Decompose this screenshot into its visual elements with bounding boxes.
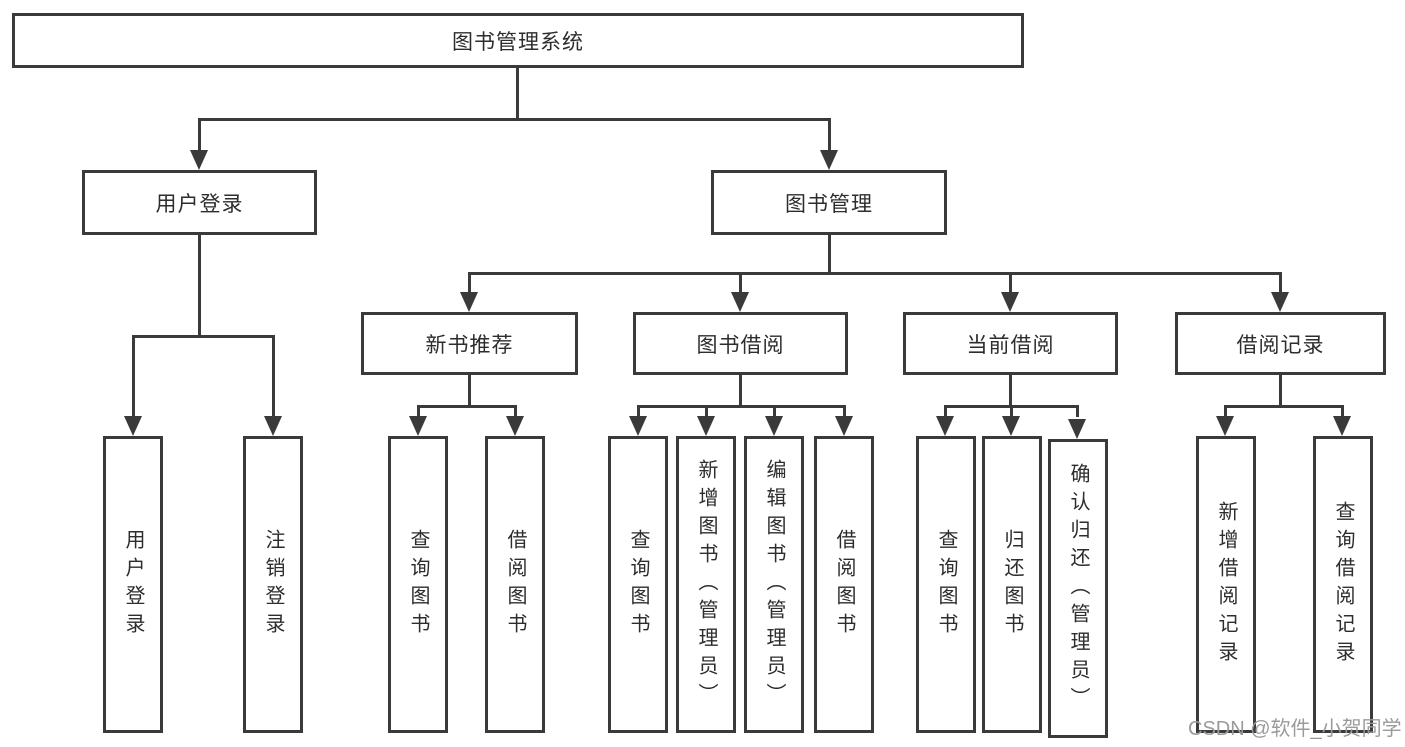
connector-line: [1279, 272, 1282, 294]
connector-line: [1009, 272, 1012, 294]
leaf-borrow-add-admin: 新增图书（管理员）: [676, 436, 736, 733]
arrow-down-icon: [697, 416, 715, 436]
arrow-down-icon: [936, 416, 954, 436]
node-borrow-records: 借阅记录: [1175, 312, 1386, 375]
connector-line: [468, 272, 1282, 275]
connector-line: [828, 235, 831, 272]
arrow-down-icon: [124, 416, 142, 436]
arrow-down-icon: [409, 416, 427, 436]
arrow-down-icon: [264, 416, 282, 436]
connector-line: [272, 335, 275, 416]
connector-line: [1341, 405, 1344, 417]
connector-line: [198, 118, 201, 152]
leaf-current-query: 查询图书: [916, 436, 976, 733]
connector-line: [773, 405, 776, 417]
arrow-down-icon: [629, 416, 647, 436]
node-root: 图书管理系统: [12, 13, 1024, 68]
leaf-records-add: 新增借阅记录: [1196, 436, 1256, 733]
arrow-down-icon: [460, 292, 478, 312]
arrow-down-icon: [1333, 416, 1351, 436]
leaf-borrow-edit-admin: 编辑图书（管理员）: [744, 436, 804, 733]
arrow-down-icon: [190, 150, 208, 170]
connector-line: [417, 405, 517, 408]
arrow-down-icon: [1216, 416, 1234, 436]
connector-line: [514, 405, 517, 417]
leaf-logout: 注销登录: [243, 436, 303, 733]
connector-line: [1009, 375, 1012, 405]
connector-line: [1279, 375, 1282, 405]
connector-line: [199, 118, 831, 121]
leaf-newbooks-borrow: 借阅图书: [485, 436, 545, 733]
connector-line: [944, 405, 947, 417]
connector-line: [739, 375, 742, 405]
leaf-current-return: 归还图书: [982, 436, 1042, 733]
connector-line: [739, 272, 742, 294]
leaf-current-confirm-admin: 确认归还（管理员）: [1048, 439, 1108, 738]
node-user-login: 用户登录: [82, 170, 317, 235]
connector-line: [637, 405, 846, 408]
connector-line: [132, 335, 135, 416]
leaf-user-login: 用户登录: [103, 436, 163, 733]
node-book-mgmt: 图书管理: [711, 170, 947, 235]
node-current-borrow: 当前借阅: [903, 312, 1118, 375]
node-book-borrow: 图书借阅: [633, 312, 848, 375]
leaf-borrow-query: 查询图书: [608, 436, 668, 733]
connector-line: [843, 405, 846, 417]
connector-line: [1076, 405, 1079, 417]
connector-line: [637, 405, 640, 417]
connector-line: [132, 335, 275, 338]
connector-line: [1010, 405, 1013, 417]
connector-line: [1224, 405, 1227, 417]
arrow-down-icon: [835, 416, 853, 436]
connector-line: [468, 272, 471, 294]
connector-line: [468, 375, 471, 405]
connector-line: [198, 235, 201, 335]
arrow-down-icon: [765, 416, 783, 436]
leaf-borrow-borrow: 借阅图书: [814, 436, 874, 733]
arrow-down-icon: [1271, 292, 1289, 312]
connector-line: [828, 118, 831, 152]
watermark: CSDN @软件_小贺同学: [1188, 718, 1402, 740]
leaf-newbooks-query: 查询图书: [388, 436, 448, 733]
arrow-down-icon: [1068, 419, 1086, 439]
node-new-books: 新书推荐: [361, 312, 578, 375]
connector-line: [705, 405, 708, 417]
connector-line: [516, 68, 519, 118]
leaf-records-query: 查询借阅记录: [1313, 436, 1373, 733]
arrow-down-icon: [820, 150, 838, 170]
connector-line: [1224, 405, 1344, 408]
arrow-down-icon: [1002, 416, 1020, 436]
arrow-down-icon: [1001, 292, 1019, 312]
connector-line: [417, 405, 420, 417]
arrow-down-icon: [506, 416, 524, 436]
arrow-down-icon: [731, 292, 749, 312]
